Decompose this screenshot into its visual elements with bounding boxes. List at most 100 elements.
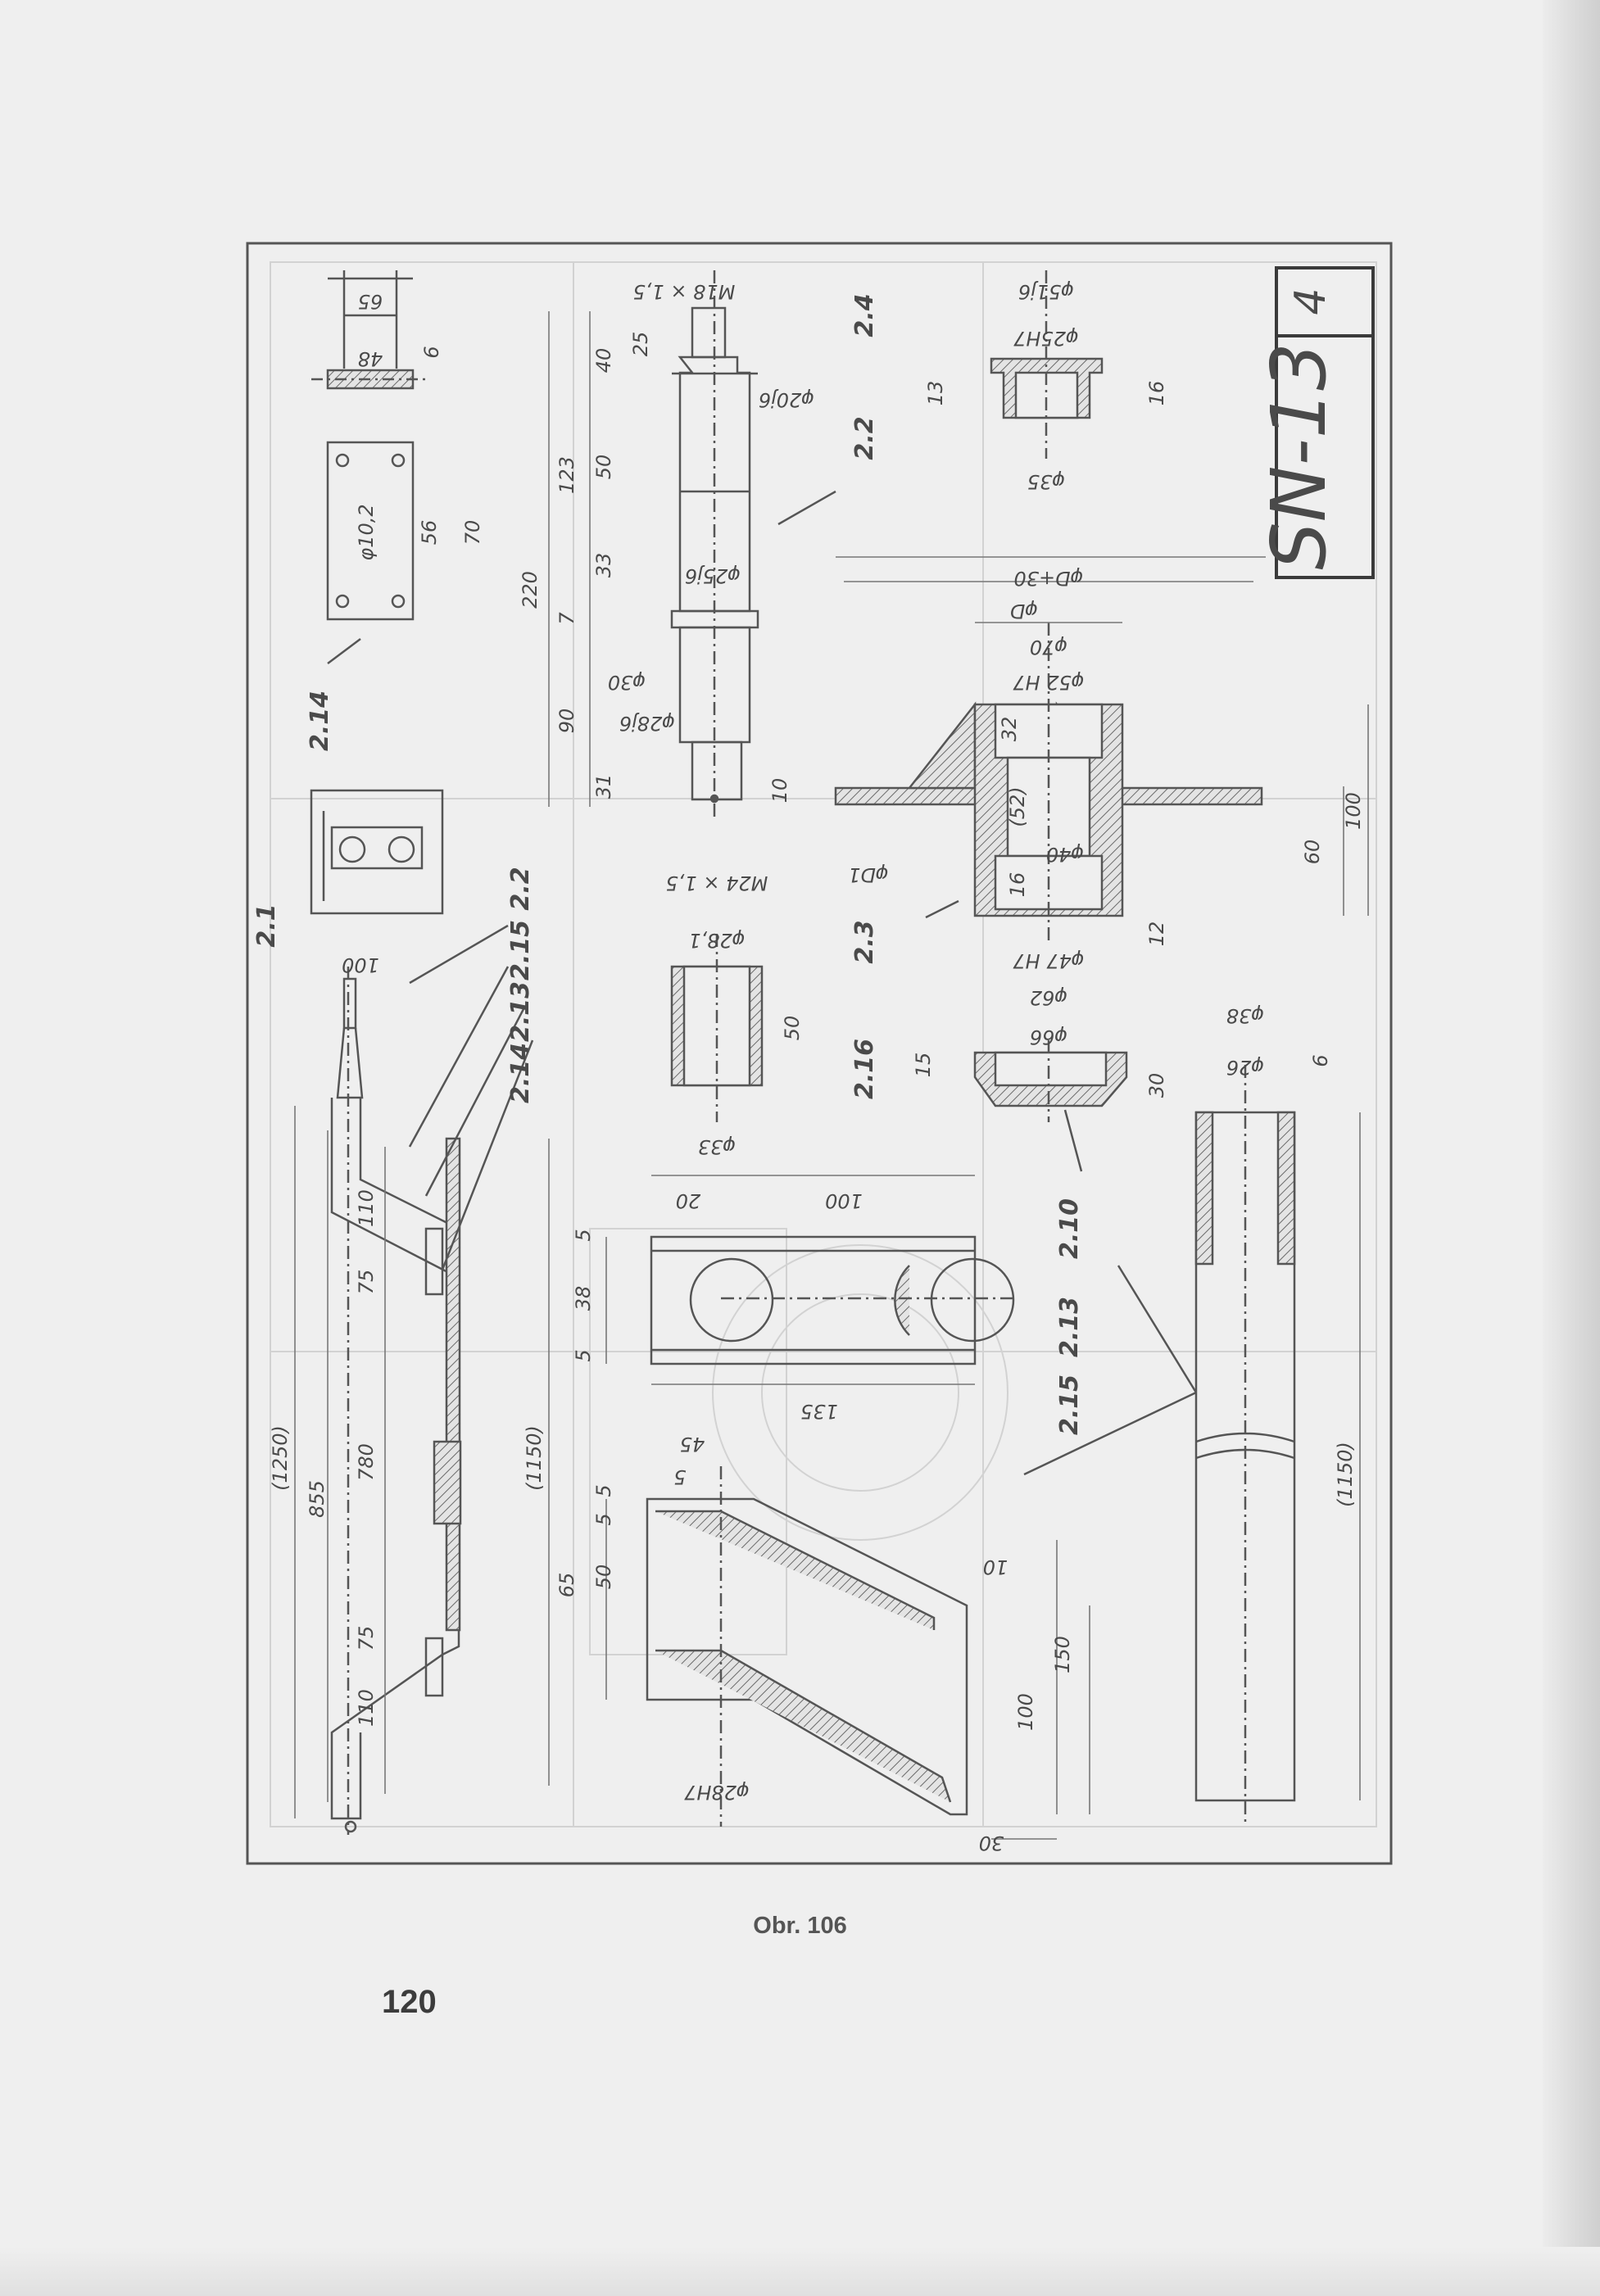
- dim-5-bar: 5: [673, 1465, 686, 1488]
- dim-56: 56: [418, 520, 441, 546]
- dim-52: (52): [1006, 786, 1029, 826]
- part-label-2-15-mid: 2.15: [1055, 1374, 1084, 1435]
- drawing-frame: [246, 242, 1393, 1865]
- dim-1150-left: (1150): [523, 1425, 546, 1491]
- part-label-2-2-left: 2.2: [506, 867, 535, 910]
- dim-38: 38: [572, 1286, 595, 1311]
- dim-135: 135: [800, 1400, 838, 1423]
- page-number: 120: [382, 1984, 437, 2020]
- dim-100-axle: 100: [342, 953, 379, 976]
- dim-phiD1: φD1: [848, 863, 889, 886]
- dim-10: 10: [768, 778, 791, 804]
- dim-phi70: φ70: [1030, 636, 1067, 659]
- dim-110-top: 110: [355, 1189, 378, 1227]
- dim-780: 780: [355, 1443, 378, 1481]
- dim-5-plate-b: 5: [572, 1349, 595, 1361]
- dim-phi47h7: φ47 H7: [1013, 949, 1085, 972]
- dim-100-plate: 100: [825, 1189, 863, 1212]
- background-sheet-ghost: [270, 261, 1377, 1827]
- part-label-2-2: 2.2: [850, 416, 879, 460]
- scan-bottom-shade: [0, 2247, 1600, 2296]
- dim-48: 48: [358, 347, 383, 370]
- dim-31: 31: [592, 774, 615, 799]
- dim-m18: M18 × 1,5: [633, 280, 736, 303]
- dim-5-plate-a: 5: [572, 1229, 595, 1241]
- dim-phi51j6: φ51j6: [1018, 280, 1074, 303]
- dim-15: 15: [912, 1053, 935, 1078]
- dim-phi40: φ40: [1046, 843, 1084, 866]
- title-block: SN-13 4: [1255, 266, 1375, 579]
- dim-33: 33: [592, 553, 615, 578]
- figure-caption: Obr. 106: [753, 1913, 847, 1939]
- dim-phiD30: φD+30: [1014, 567, 1084, 590]
- dim-60: 60: [1301, 840, 1324, 865]
- dim-phi26: φ26: [1226, 1056, 1264, 1079]
- dim-70: 70: [461, 520, 484, 546]
- dim-110-bottom: 110: [355, 1689, 378, 1727]
- dim-5-bar-a: 5: [592, 1484, 615, 1497]
- part-label-2-10: 2.10: [1055, 1198, 1084, 1259]
- dim-phi62: φ62: [1030, 986, 1067, 1009]
- dim-20: 20: [676, 1189, 701, 1212]
- dim-100-hub: 100: [1342, 792, 1365, 830]
- part-label-2-13-mid: 2.13: [1055, 1297, 1084, 1357]
- dimension-lines: [294, 311, 1369, 1840]
- title-block-sheet: 4: [1286, 288, 1335, 315]
- dim-phi30: φ30: [608, 671, 646, 694]
- dim-phi28-1: φ28,1: [688, 929, 745, 952]
- dimension-labels: 65 48 6 56 70 φ10,2 2.14 M18 × 1,5 25 40…: [252, 280, 1365, 1854]
- dim-10-bar: 10: [983, 1556, 1008, 1578]
- dim-855: 855: [306, 1480, 329, 1518]
- dim-phi28j6: φ28j6: [619, 712, 675, 735]
- dim-75-top: 75: [355, 1270, 378, 1295]
- dim-m24: M24 × 1,5: [666, 872, 768, 894]
- dim-100-bar: 100: [1014, 1693, 1037, 1731]
- dim-123: 123: [555, 456, 578, 494]
- dim-1150-right: (1150): [1334, 1442, 1357, 1507]
- dim-12: 12: [1145, 922, 1168, 947]
- dim-25: 25: [629, 332, 652, 357]
- title-block-code: SN-13: [1255, 342, 1343, 569]
- part-label-2-3: 2.3: [850, 920, 879, 963]
- part-label-2-14-top: 2.14: [306, 691, 334, 751]
- part-label-2-13-left: 2.13: [506, 981, 535, 1042]
- dim-13: 13: [924, 381, 947, 406]
- page-edge-shadow: [1543, 0, 1600, 2296]
- dim-90: 90: [555, 709, 578, 734]
- drawing-lines: [310, 270, 1296, 1835]
- dim-7: 7: [555, 612, 578, 625]
- dim-phi28h7: φ28H7: [683, 1781, 749, 1804]
- part-label-2-15-left: 2.15: [506, 920, 535, 980]
- dim-16-bushing: 16: [1145, 381, 1168, 406]
- dim-phi52h7: φ52 H7: [1013, 671, 1085, 694]
- dim-30-ring: 30: [1145, 1073, 1168, 1098]
- dim-phi38: φ38: [1226, 1004, 1264, 1027]
- dim-5-bar-b: 5: [592, 1513, 615, 1525]
- dim-220: 220: [519, 571, 542, 609]
- dim-phi20j6: φ20j6: [759, 388, 814, 411]
- part-label-2-14-left: 2.14: [506, 1043, 535, 1103]
- dim-phi25j6: φ25j6: [685, 564, 741, 587]
- dim-65: 65: [358, 290, 383, 313]
- dim-32: 32: [998, 717, 1021, 742]
- dim-30-bar: 30: [979, 1832, 1004, 1854]
- dim-50: 50: [592, 455, 615, 480]
- dim-65-bar: 65: [555, 1573, 578, 1598]
- dim-phi25h7: φ25H7: [1013, 327, 1078, 350]
- dim-45: 45: [680, 1433, 705, 1456]
- part-label-2-16: 2.16: [850, 1039, 879, 1099]
- dim-1250: (1250): [269, 1425, 292, 1491]
- dim-6: 6: [420, 346, 443, 358]
- dim-16-hub: 16: [1006, 872, 1029, 898]
- dim-phiD: φD: [1010, 600, 1038, 623]
- dim-phi33: φ33: [698, 1135, 736, 1158]
- part-label-2-4: 2.4: [850, 293, 879, 337]
- dim-75-bottom: 75: [355, 1626, 378, 1651]
- dim-phi35: φ35: [1027, 470, 1065, 493]
- dim-phi66: φ66: [1030, 1026, 1067, 1048]
- dim-phi10-2: φ10,2: [355, 504, 378, 560]
- part-label-2-1: 2.1: [252, 903, 281, 947]
- dim-50-tube: 50: [781, 1016, 804, 1041]
- dim-6-tube: 6: [1309, 1054, 1332, 1066]
